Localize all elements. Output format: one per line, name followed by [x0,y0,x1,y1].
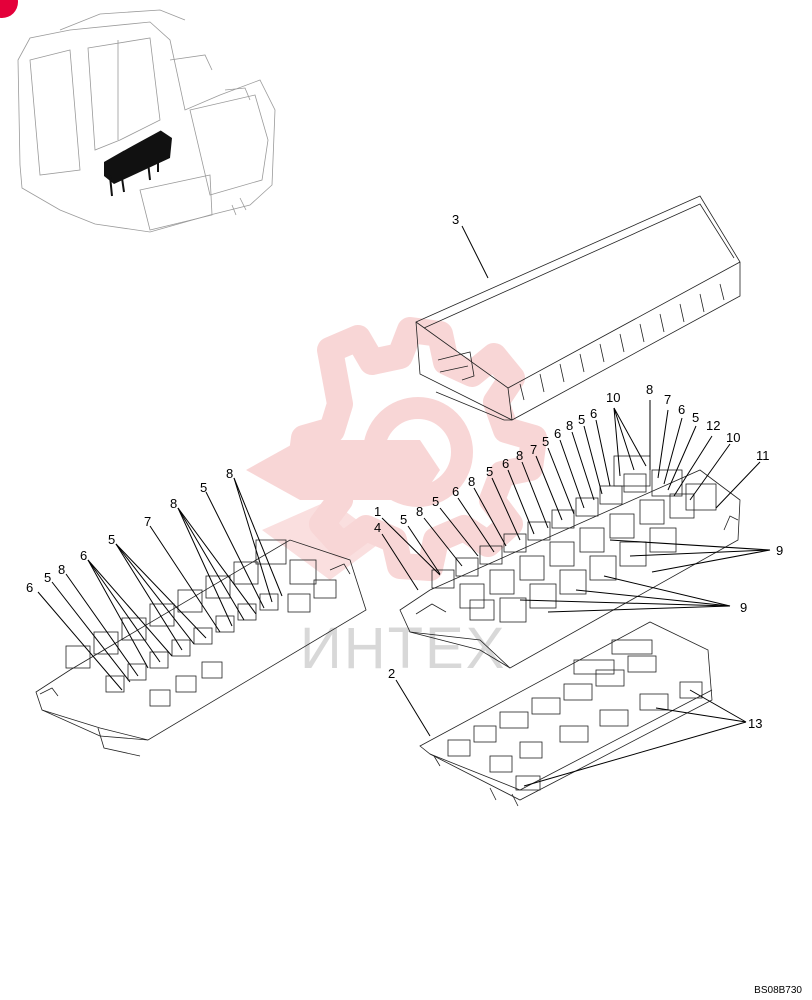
relay-grid [431,455,717,623]
callout-1: 1 [374,504,381,519]
callout-10: 10 [606,390,620,405]
cover-part-3 [415,195,741,421]
watermark-text: ИНТЕХ [300,616,506,681]
callout-11: 11 [756,448,770,463]
callout-6: 6 [80,548,87,563]
callout-6: 6 [502,456,509,471]
base-plate-part-2 [419,621,713,807]
assembled-fuse-box [35,539,367,757]
callout-10: 10 [726,430,740,445]
watermark-logo [246,317,547,581]
callout-6: 6 [452,484,459,499]
callout-8: 8 [566,418,573,433]
callout-8: 8 [416,504,423,519]
callout-9: 9 [776,543,783,558]
callout-8: 8 [468,474,475,489]
drawing-code: BS08B730 [754,985,802,996]
callout-3: 3 [452,212,459,227]
callout-6: 6 [554,426,561,441]
fuse-box-location-highlight [104,125,172,197]
callout-6: 6 [590,406,597,421]
callout-8: 8 [646,382,653,397]
callout-5: 5 [44,570,51,585]
relay-box-part-1 [399,455,741,669]
callout-6: 6 [26,580,33,595]
callout-8: 8 [516,448,523,463]
callout-7: 7 [530,442,537,457]
callout-13: 13 [748,716,762,731]
callout-6: 6 [678,402,685,417]
callout-4: 4 [374,520,381,535]
callout-5: 5 [578,412,585,427]
callout-8: 8 [170,496,177,511]
callout-5: 5 [108,532,115,547]
callout-5: 5 [432,494,439,509]
callout-labels: 3 1 4 2 5 8 5 6 8 5 6 8 7 5 6 8 5 6 10 8… [26,212,783,731]
cab-locator-illustration [17,9,276,233]
callout-5: 5 [542,434,549,449]
callout-8: 8 [226,466,233,481]
callout-8: 8 [58,562,65,577]
callout-7: 7 [664,392,671,407]
callout-5: 5 [486,464,493,479]
callout-5: 5 [400,512,407,527]
leader-lines [37,225,771,787]
callout-5: 5 [692,410,699,425]
corner-badge [0,0,18,18]
callout-5: 5 [200,480,207,495]
callout-12: 12 [706,418,720,433]
callout-9: 9 [740,600,747,615]
callout-2: 2 [388,666,395,681]
callout-7: 7 [144,514,151,529]
